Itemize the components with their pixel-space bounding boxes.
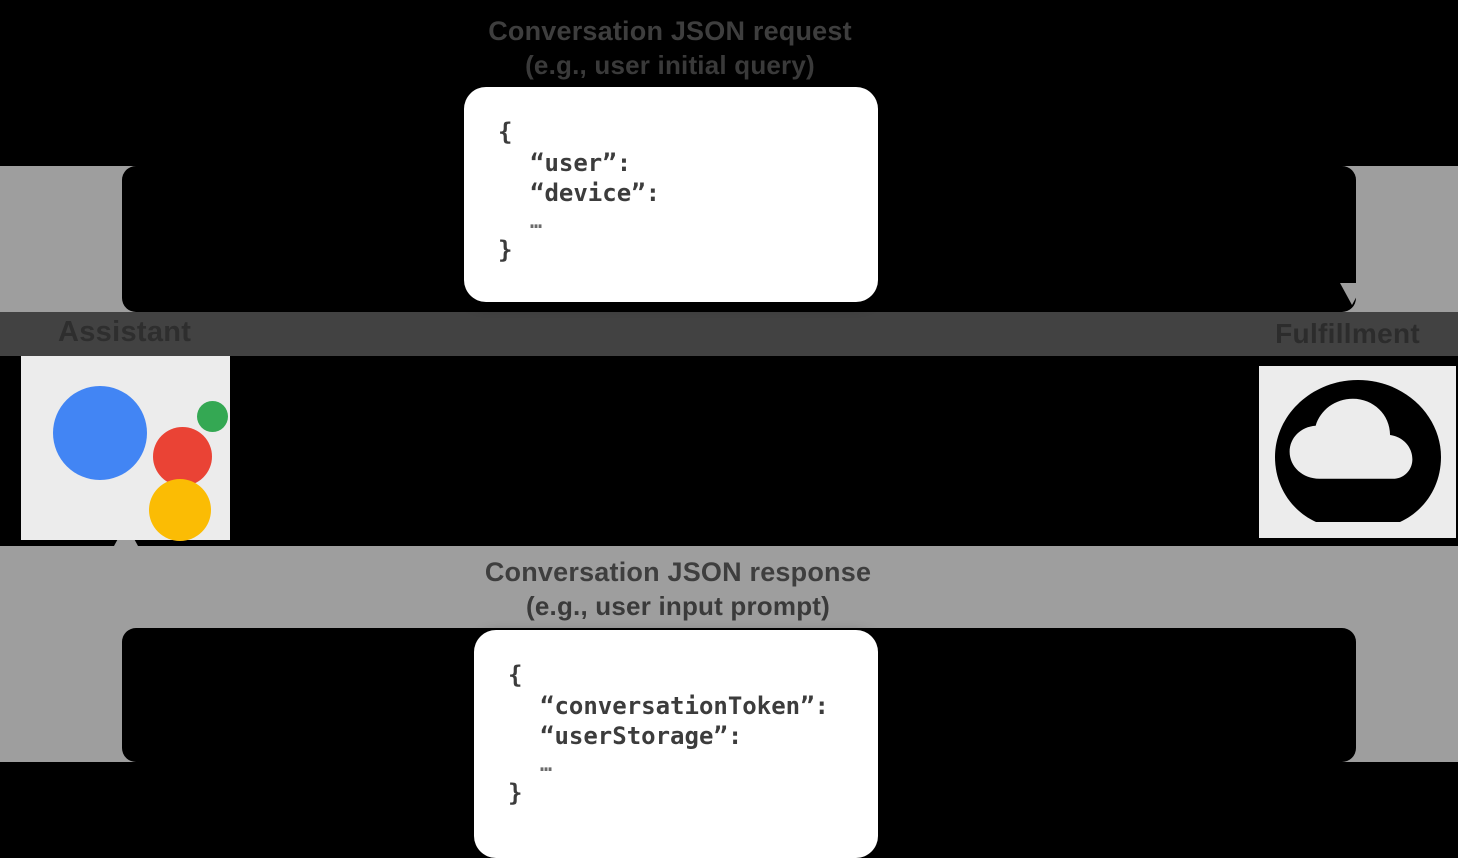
google-assistant-logo-icon [36,366,228,541]
request-json-card: { “user”: “device”: … } [464,87,878,302]
request-flow-label-line1: Conversation JSON request [488,16,852,46]
response-flow-label-line1: Conversation JSON response [484,557,872,587]
response-json-close-brace: } [508,778,523,807]
request-json-ellipsis: … [530,209,545,234]
node-fulfillment[interactable] [1259,366,1456,538]
request-json-open-brace: { [498,118,513,146]
node-google-assistant[interactable] [21,356,230,541]
assistant-dot-blue-icon [52,385,147,480]
response-json-key-conversation-token: “conversationToken”: [540,691,829,720]
assistant-dot-yellow-icon [148,478,211,541]
response-json-open-brace: { [508,661,523,689]
response-flow-label-line2: (e.g., user input prompt) [526,590,830,621]
assistant-dot-red-icon [152,426,212,486]
assistant-dot-green-icon [196,400,228,432]
response-json-key-user-storage: “userStorage”: [540,722,743,751]
request-json-key-device: “device”: [530,179,661,208]
lane-label-fulfillment: Fulfillment [1275,318,1420,349]
request-flow-label-line2: (e.g., user initial query) [525,49,815,80]
request-flow-label: Conversation JSON request (e.g., user in… [364,14,976,82]
response-flow-label: Conversation JSON response (e.g., user i… [372,555,984,623]
request-json-close-brace: } [498,235,513,264]
cloud-function-icon [1274,380,1441,522]
center-lane-divider [0,312,1458,356]
lane-label-assistant: Assistant [58,316,192,348]
response-json-ellipsis: … [540,752,555,777]
request-json-key-user: “user”: [530,148,632,177]
response-json-card: { “conversationToken”: “userStorage”: … … [474,630,878,858]
request-arrowhead-icon [1340,283,1364,305]
